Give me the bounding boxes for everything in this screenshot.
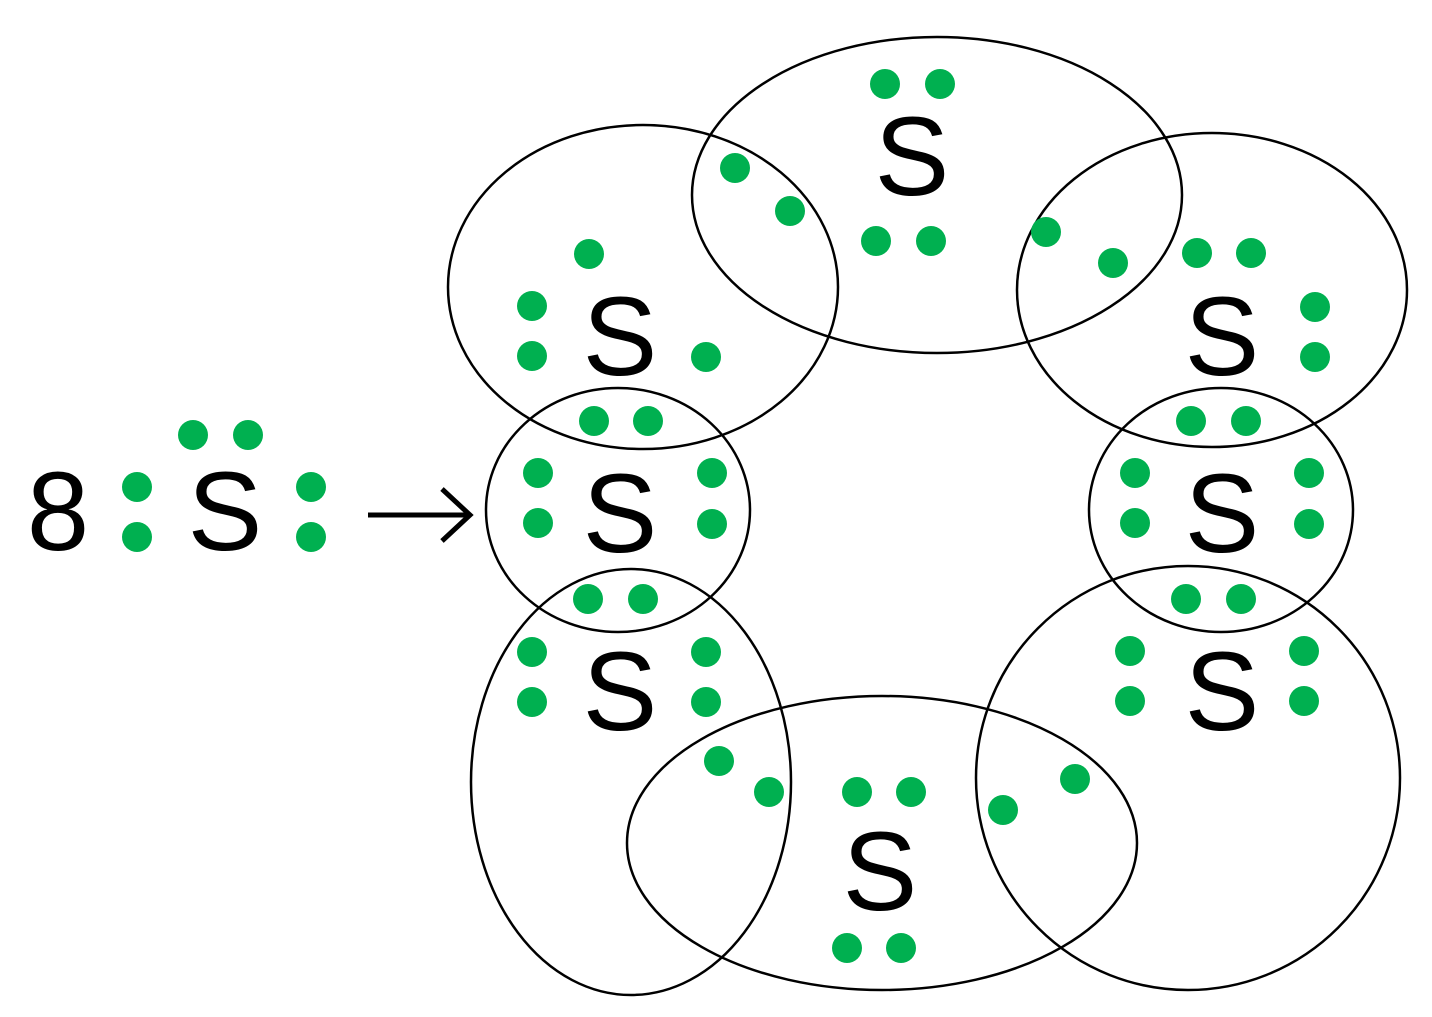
electron-dot <box>1300 292 1330 322</box>
electron-dot <box>1231 406 1261 436</box>
reaction-arrow <box>368 487 474 543</box>
electron-dot <box>1176 406 1206 436</box>
ring-atoms: S S S S S S S S <box>583 94 1260 934</box>
ring-atom-s: S <box>1185 274 1260 399</box>
electron-dot <box>704 746 734 776</box>
bond-ellipse <box>974 564 1402 992</box>
electron-dot <box>916 226 946 256</box>
bond-ellipse <box>1015 131 1409 449</box>
ring-atom-s: S <box>583 451 658 576</box>
electron-dot <box>1120 508 1150 538</box>
electron-dot <box>523 508 553 538</box>
electron-dot <box>1115 636 1145 666</box>
electron-dot <box>691 687 721 717</box>
electron-dot <box>1060 764 1090 794</box>
ring-atom-s: S <box>583 274 658 399</box>
electron-dot <box>517 341 547 371</box>
electron-dot <box>775 196 805 226</box>
electron-dot <box>296 472 326 502</box>
bond-ellipse <box>469 567 793 997</box>
sulfur-symbol: S <box>188 449 263 574</box>
electron-dot <box>633 406 663 436</box>
electron-dot <box>517 291 547 321</box>
bond-ellipse <box>690 35 1184 355</box>
bond-ellipse <box>1087 386 1355 634</box>
bond-ellipse <box>446 123 840 451</box>
electron-dot <box>1120 458 1150 488</box>
electron-dot <box>523 458 553 488</box>
electron-dot <box>573 584 603 614</box>
electron-dot <box>517 637 547 667</box>
electron-dot <box>886 933 916 963</box>
electron-dot <box>1115 686 1145 716</box>
electron-dot <box>1226 584 1256 614</box>
electron-dot <box>691 637 721 667</box>
electron-dot <box>754 777 784 807</box>
electron-dot <box>1171 584 1201 614</box>
electron-dot <box>925 69 955 99</box>
electron-dot <box>1300 342 1330 372</box>
electron-dot <box>517 687 547 717</box>
electron-dot <box>574 239 604 269</box>
electron-dot <box>842 777 872 807</box>
electron-dot <box>832 933 862 963</box>
electron-dot <box>697 509 727 539</box>
coefficient: 8 <box>27 449 89 574</box>
valence-electrons <box>122 69 1330 963</box>
electron-dot <box>1294 458 1324 488</box>
electron-dot <box>233 420 263 450</box>
electron-dot <box>296 522 326 552</box>
electron-dot <box>1182 238 1212 268</box>
electron-dot <box>579 406 609 436</box>
bond-ellipses <box>446 35 1409 997</box>
electron-dot <box>122 472 152 502</box>
electron-dot <box>720 153 750 183</box>
electron-dot <box>122 522 152 552</box>
electron-dot <box>1289 686 1319 716</box>
ring-atom-s: S <box>843 809 918 934</box>
electron-dot <box>178 420 208 450</box>
electron-dot <box>697 458 727 488</box>
ring-atom-s: S <box>1185 629 1260 754</box>
electron-dot <box>988 795 1018 825</box>
ring-atom-s: S <box>1185 451 1260 576</box>
electron-dot <box>628 584 658 614</box>
electron-dot <box>1236 238 1266 268</box>
electron-dot <box>861 226 891 256</box>
electron-dot <box>896 777 926 807</box>
electron-dot <box>1289 636 1319 666</box>
electron-dot <box>1031 217 1061 247</box>
bond-ellipse <box>484 386 752 634</box>
electron-dot <box>691 342 721 372</box>
electron-dot <box>870 69 900 99</box>
bond-ellipse <box>625 694 1139 992</box>
ring-atom-s: S <box>875 94 950 219</box>
reactant: 8 S <box>27 449 263 574</box>
electron-dot <box>1098 248 1128 278</box>
electron-dot <box>1294 509 1324 539</box>
ring-atom-s: S <box>583 629 658 754</box>
arrow-head-icon <box>440 487 474 543</box>
